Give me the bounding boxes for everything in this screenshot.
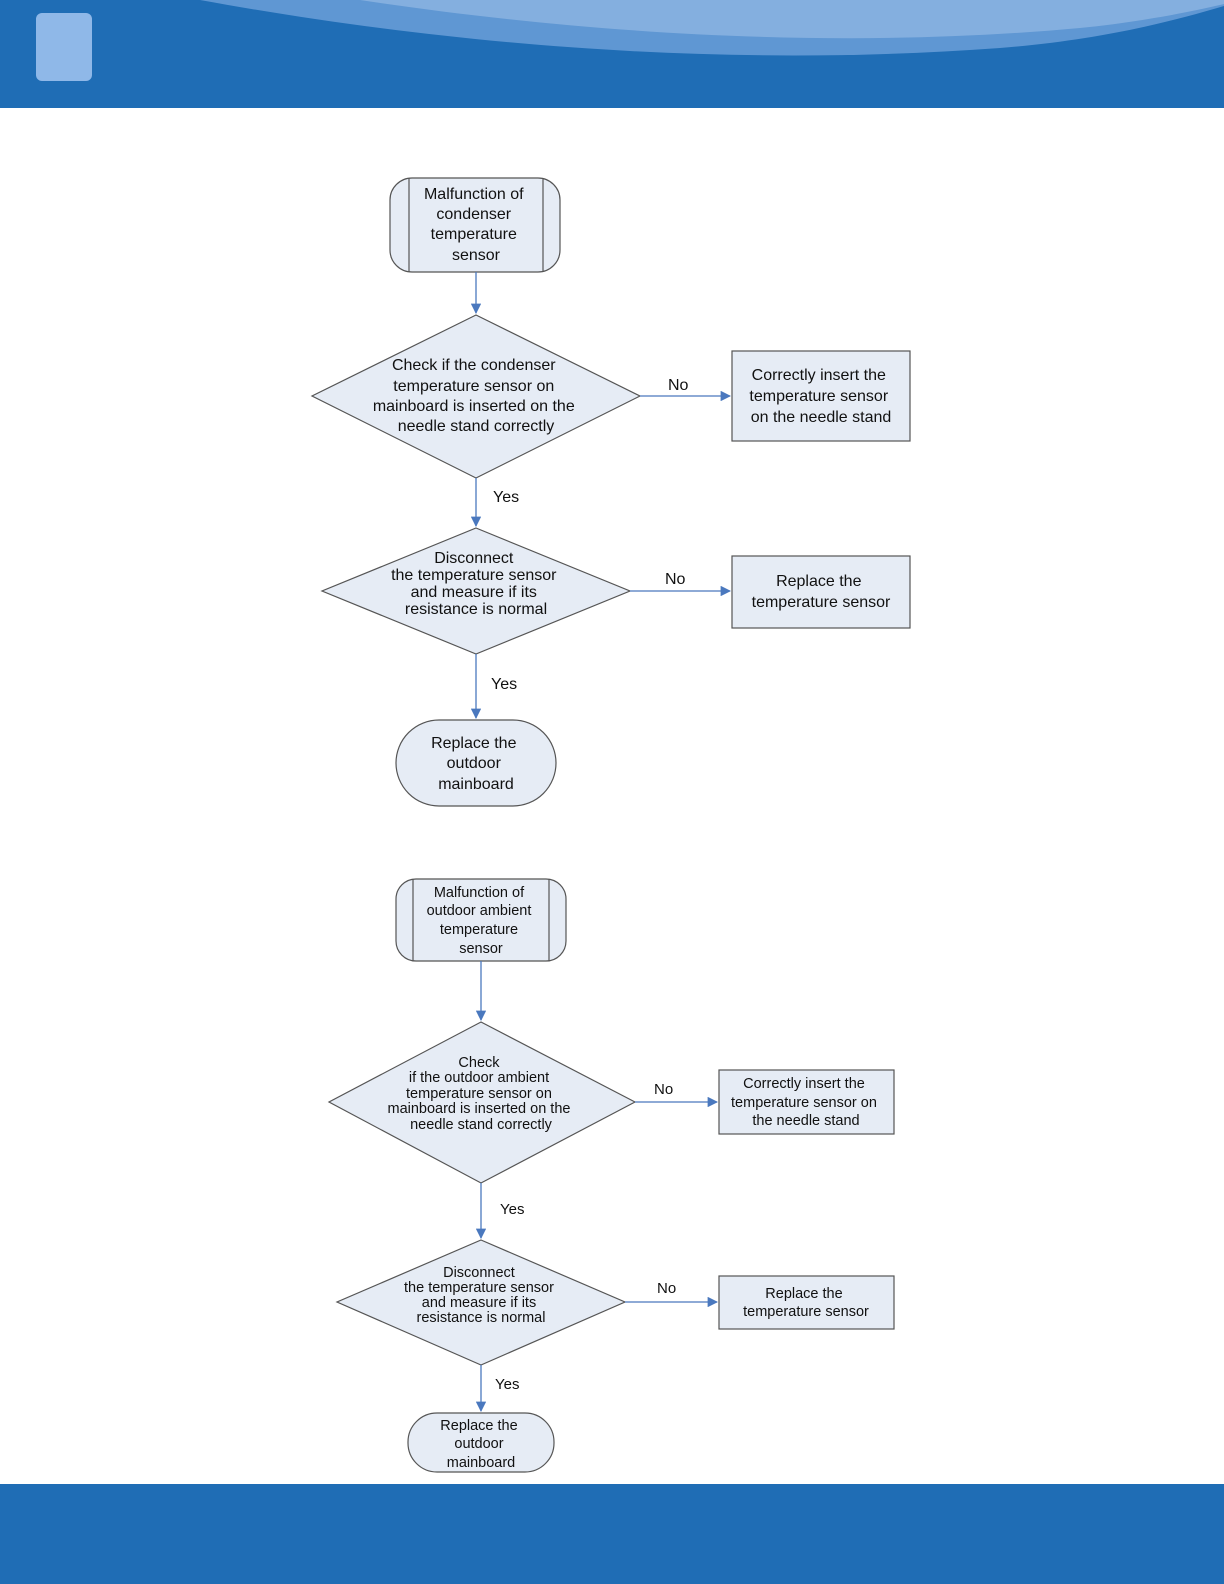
- svg-text:Malfunction of outdoor: Malfunction of outdoor ambient temperatu…: [427, 885, 536, 957]
- decision-check-condenser-inserted: Check if the condenser temperature senso…: [310, 314, 642, 479]
- decision-measure-resistance: Disconnect the temperature sensor and me…: [320, 527, 632, 655]
- svg-text:Correctly insert the t: Correctly insert the temperature sensor …: [731, 1076, 881, 1129]
- start-node-ambient: Malfunction of outdoor ambient temperatu…: [395, 878, 567, 962]
- svg-text:Replace the outdoor: Replace the outdoor mainboard: [440, 1418, 521, 1471]
- no-label: No: [657, 1280, 676, 1297]
- svg-text:Check if the condenser: Check if the condenser temperature senso…: [373, 357, 579, 435]
- start-node-condenser: Malfunction of condenser temperature sen…: [389, 177, 561, 273]
- action-insert-sensor: Correctly insert the temperature sensor …: [731, 350, 911, 442]
- action-replace-sensor: Replace the temperature sensor: [731, 555, 911, 629]
- no-label: No: [668, 377, 689, 394]
- action-insert-sensor: Correctly insert the temperature sensor …: [718, 1069, 895, 1135]
- yes-label: Yes: [493, 489, 519, 506]
- svg-text:Replace the outdoor: Replace the outdoor mainboard: [431, 735, 521, 793]
- flowchart-condenser-sensor: Malfunction of condenser temperature sen…: [310, 177, 911, 807]
- header-banner: [0, 0, 1224, 108]
- svg-text:Replace the temperatur: Replace the temperature sensor: [743, 1286, 869, 1320]
- yes-label: Yes: [500, 1201, 524, 1218]
- yes-label: Yes: [491, 676, 517, 693]
- svg-text:Disconnect the tempera: Disconnect the temperature sensor and me…: [391, 550, 561, 618]
- decision-measure-resistance: Disconnect the temperature sensor and me…: [335, 1239, 627, 1366]
- end-node-replace-mainboard: Replace the outdoor mainboard: [407, 1412, 555, 1473]
- no-label: No: [654, 1081, 673, 1098]
- svg-text:Correctly insert the t: Correctly insert the temperature sensor …: [749, 367, 892, 426]
- flowchart-outdoor-ambient-sensor: Malfunction of outdoor ambient temperatu…: [327, 878, 895, 1473]
- svg-text:Replace the temperatur: Replace the temperature sensor: [752, 573, 891, 611]
- footer-banner: [0, 1484, 1224, 1584]
- no-label: No: [665, 571, 686, 588]
- end-node-replace-mainboard: Replace the outdoor mainboard: [395, 719, 557, 807]
- action-replace-sensor: Replace the temperature sensor: [718, 1275, 895, 1330]
- yes-label: Yes: [495, 1376, 519, 1393]
- start-node-text: Malfunction of condenser temperature sen…: [424, 186, 528, 264]
- svg-text:Check if the outdoor a: Check if the outdoor ambient temperature…: [387, 1055, 574, 1133]
- header-logo-box: [36, 13, 92, 81]
- svg-text:Disconnect the tempera: Disconnect the temperature sensor and me…: [404, 1265, 558, 1326]
- decision-check-ambient-inserted: Check if the outdoor ambient temperature…: [327, 1021, 637, 1184]
